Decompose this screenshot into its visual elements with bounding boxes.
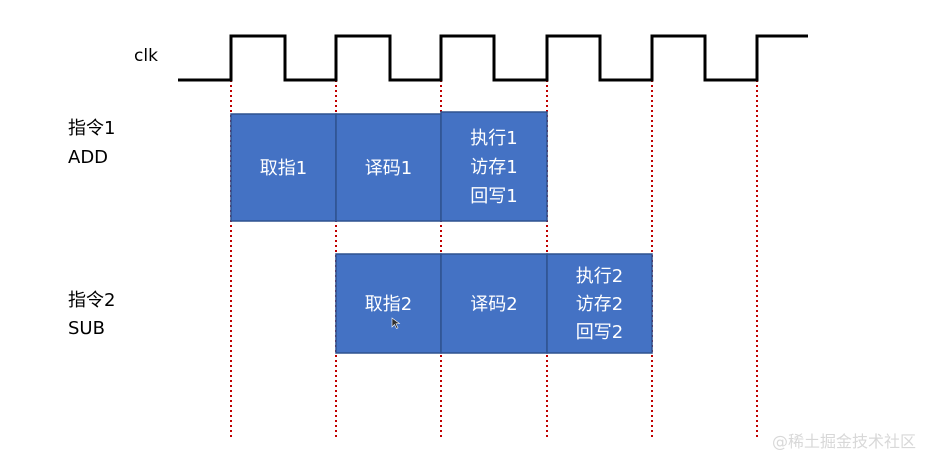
instruction-2-name: 指令2 [68,290,115,311]
instruction-1-label: 指令1 ADD [68,118,115,168]
instruction-1-name: 指令1 [68,118,115,139]
stage-box-decode-2 [440,253,548,354]
stage-box-execute-2 [546,253,653,354]
mouse-cursor-icon [391,317,401,329]
stage-label-decode-1: 译码1 [365,158,412,179]
clock-waveform [178,34,808,82]
instruction-2-stages: 取指2 译码2 执行2 访存2 回写2 [335,253,653,354]
watermark-text: @稀土掘金技术社区 [772,432,916,451]
stage-box-fetch-2 [335,253,442,354]
stage-label-fetch-2: 取指2 [365,294,412,315]
instruction-1-mnemonic: ADD [68,147,108,168]
instruction-2-label: 指令2 SUB [68,290,115,339]
stage-label-memory-1: 访存1 [470,157,517,178]
stage-label-writeback-1: 回写1 [470,186,517,207]
stage-label-memory-2: 访存2 [576,294,623,315]
instruction-1-stages: 取指1 译码1 执行1 访存1 回写1 [230,111,548,222]
instruction-2-mnemonic: SUB [68,318,105,339]
stage-label-execute-1: 执行1 [470,128,517,149]
stage-box-fetch-1 [230,113,337,222]
stage-box-execute-1 [440,111,548,222]
stage-label-execute-2: 执行2 [576,266,623,287]
clock-label: clk [134,46,158,66]
stage-label-decode-2: 译码2 [470,294,517,315]
stage-label-writeback-2: 回写2 [576,322,623,343]
stage-label-fetch-1: 取指1 [260,158,307,179]
